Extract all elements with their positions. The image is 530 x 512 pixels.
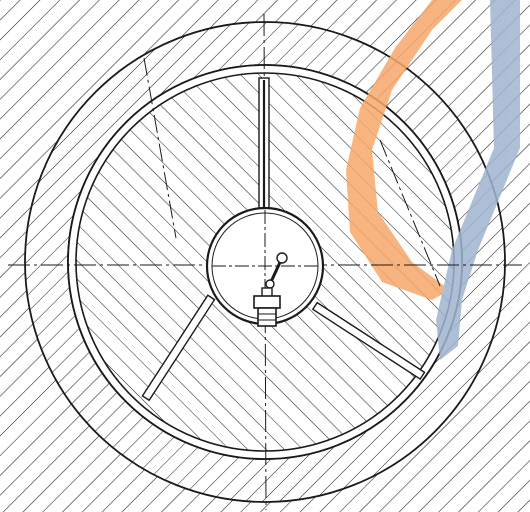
spokes	[141, 77, 426, 402]
hub	[205, 206, 325, 326]
spoke-left	[141, 294, 216, 402]
watermark-logo	[346, 0, 520, 360]
spoke-top	[258, 77, 270, 219]
hub-bolt	[253, 252, 288, 327]
spoke-right	[311, 301, 426, 381]
